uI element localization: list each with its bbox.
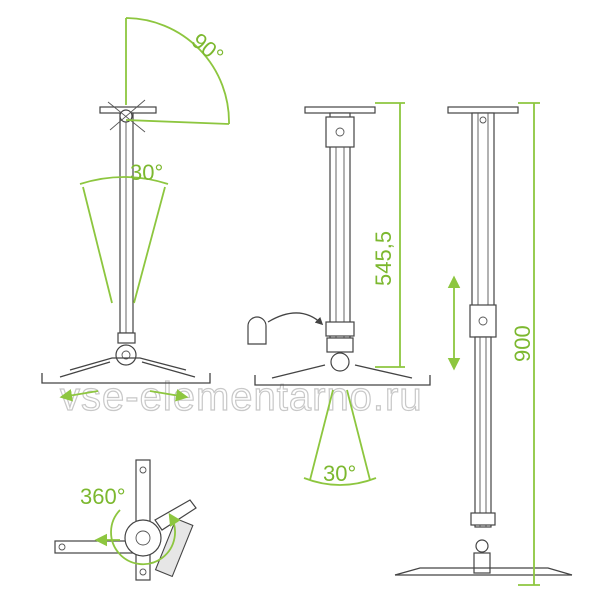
min-height-label: 545,5 <box>371 231 396 286</box>
swivel-angle-bottom-label: 30° <box>323 461 356 486</box>
mount-view-max: 900 <box>394 102 573 586</box>
mount-view-left: 90° 30° <box>41 17 230 402</box>
mount-view-rotation: 360° <box>54 459 197 581</box>
tilt-angle-label: 90° <box>187 28 229 69</box>
rotation-label: 360° <box>80 484 126 509</box>
mount-view-min: 545,5 30° <box>247 102 431 486</box>
swivel-angle-top-label: 30° <box>130 160 163 185</box>
max-height-label: 900 <box>510 325 535 362</box>
watermark: vse-elementarno.ru <box>60 375 423 419</box>
